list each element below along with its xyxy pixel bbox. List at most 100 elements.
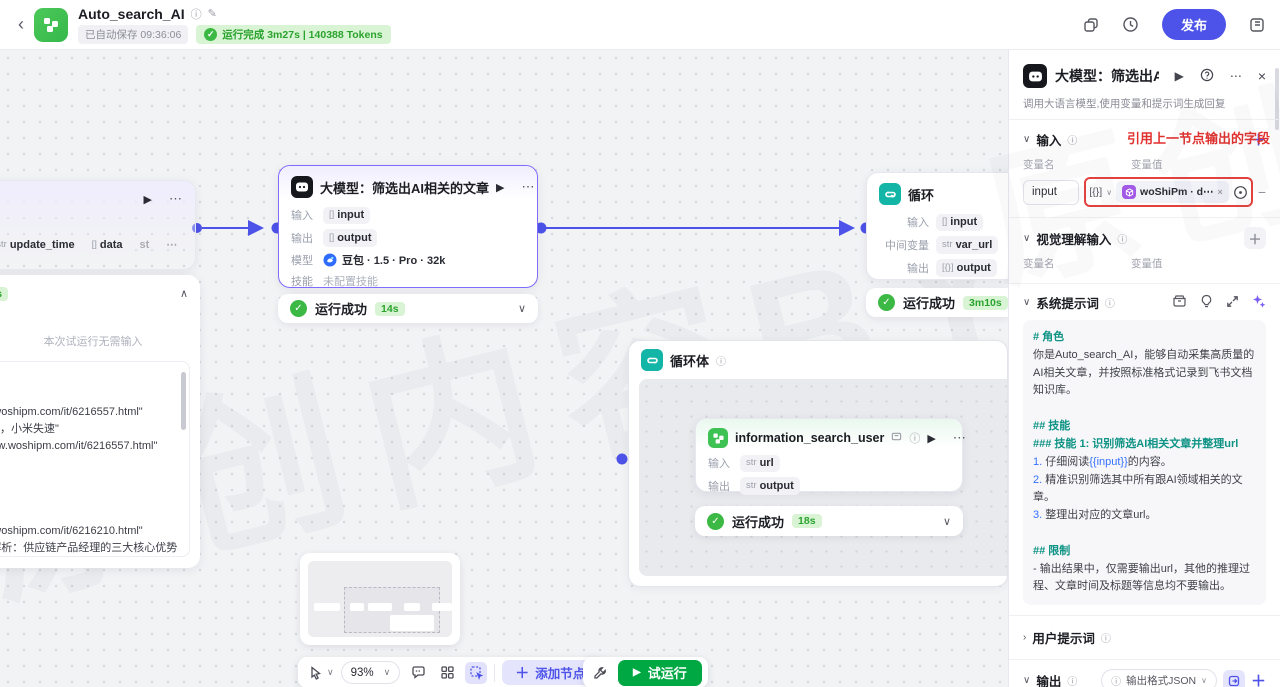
pointer-tool-icon[interactable]: [304, 662, 326, 684]
param-chip: [{}]output: [936, 259, 997, 278]
scrollbar[interactable]: [181, 372, 186, 430]
add-vision-input-button[interactable]: ＋: [1244, 227, 1266, 249]
select-tool-icon[interactable]: [465, 661, 488, 684]
edit-icon[interactable]: ✎: [207, 8, 217, 20]
check-icon: ✓: [204, 27, 218, 41]
zoom-select[interactable]: 93%∨: [340, 661, 401, 684]
node-config-panel: 大模型：筛选出AI相… ▶ ⋯ × 调用大语言模型,使用变量和提示词生成回复 引…: [1008, 50, 1280, 687]
info-icon[interactable]: ⓘ: [190, 8, 202, 21]
info-icon[interactable]: ⓘ: [1067, 677, 1078, 687]
skill-value: 未配置技能: [323, 276, 378, 289]
run-time-badge: 0.417s: [0, 286, 9, 301]
node-llm[interactable]: 大模型：筛选出AI相关的文章 ▶ ⋯ 输入 []input 输出 []outpu…: [278, 165, 538, 288]
more-icon[interactable]: ⋯: [952, 430, 967, 445]
panel-subtitle: 调用大语言模型,使用变量和提示词生成回复: [1023, 98, 1226, 110]
node-title: 大模型：筛选出AI相关的文章: [320, 180, 490, 196]
run-node-icon[interactable]: ▶: [496, 181, 505, 194]
test-run-button[interactable]: ▶试运行: [618, 659, 702, 686]
doubao-model-icon: [323, 253, 337, 267]
autosave-badge: 已自动保存 09:36:06: [78, 24, 189, 44]
test-run-panel: 运行成功 0.417s ∧ 本次试运行无需输入 l: www.woshipm.c…: [0, 275, 200, 568]
system-prompt-content[interactable]: # 角色 你是Auto_search_AI，能够自动采集高质量的AI相关文章，并…: [1023, 320, 1266, 606]
node-title: information_search_user: [735, 431, 885, 445]
loop-icon: [879, 183, 901, 205]
expand-icon[interactable]: ∨: [942, 515, 951, 528]
param-chip: []input: [323, 206, 371, 225]
minimap[interactable]: [300, 553, 460, 645]
add-input-button[interactable]: ＋: [1250, 132, 1266, 149]
comment-icon[interactable]: [407, 662, 429, 684]
annotation-red: 引用上一节点输出的字段: [1126, 131, 1270, 146]
help-icon[interactable]: [1200, 68, 1214, 85]
idea-icon[interactable]: [1200, 294, 1213, 312]
node-title: 循环: [908, 187, 935, 203]
collapse-icon[interactable]: ∨: [1023, 134, 1031, 145]
value-type-select[interactable]: [{}]∨: [1089, 186, 1113, 198]
loop-body-title: 循环体: [670, 353, 710, 369]
collapse-icon[interactable]: ∧: [179, 288, 188, 300]
more-params-chip[interactable]: ⋯: [160, 236, 184, 255]
more-icon[interactable]: ⋯: [521, 179, 536, 194]
info-icon[interactable]: ⓘ: [1117, 234, 1128, 246]
workflow-app-icon: [34, 7, 68, 42]
model-value: 豆包 · 1.5 · Pro · 32k: [323, 252, 445, 268]
ai-sparkle-icon[interactable]: [1252, 294, 1266, 311]
back-icon[interactable]: ‹: [18, 14, 24, 34]
info-icon[interactable]: ⓘ: [1104, 299, 1115, 310]
debug-tool-icon[interactable]: [589, 662, 611, 684]
expand-section-icon[interactable]: ›: [1023, 632, 1027, 644]
add-node-button[interactable]: ＋添加节点: [502, 660, 599, 685]
expand-icon[interactable]: [1226, 295, 1239, 311]
llm-icon: [291, 176, 313, 198]
run-node-icon[interactable]: ▶: [1174, 69, 1184, 83]
target-icon[interactable]: [1233, 185, 1248, 200]
scrollbar[interactable]: [1275, 68, 1279, 130]
llm-icon: [1023, 64, 1047, 88]
expand-icon[interactable]: ∨: [517, 303, 526, 315]
param-chip: st: [133, 236, 156, 255]
pointer-dropdown-icon[interactable]: ∨: [327, 667, 334, 677]
panel-toggle-icon[interactable]: [1248, 16, 1266, 34]
collapse-icon[interactable]: ∨: [1023, 675, 1031, 687]
system-prompt-section: ∨ 系统提示词 ⓘ # 角色 你是Auto_search_AI，能够自动采集高质…: [1009, 283, 1280, 615]
subworkflow-icon: [708, 428, 728, 448]
close-icon[interactable]: ×: [1257, 68, 1266, 84]
prompt-library-icon[interactable]: [1172, 294, 1187, 311]
plugin-cube-icon: [1122, 185, 1137, 199]
collapse-icon[interactable]: ∨: [1023, 232, 1031, 244]
info-icon[interactable]: ⓘ: [716, 356, 727, 368]
add-output-button[interactable]: ＋: [1250, 673, 1266, 687]
run-output-box[interactable]: l: www.woshipm.com/it/6216557.html" 军失声，…: [0, 361, 190, 557]
info-icon[interactable]: ⓘ: [909, 433, 921, 445]
llm-status-card[interactable]: ✓ 运行成功 14s ∨: [278, 294, 538, 323]
node-woshipm[interactable]: Pm ▶ ⋯ 输入 ss strupdate_time []data st ⋯: [0, 180, 196, 270]
collapse-icon[interactable]: ∨: [1023, 297, 1031, 308]
batch-export-icon[interactable]: [1222, 669, 1245, 687]
more-icon[interactable]: ⋯: [169, 191, 183, 206]
workflow-canvas[interactable]: 原创内容BY Pm ▶ ⋯: [0, 50, 1008, 687]
publish-button[interactable]: 发布: [1161, 9, 1226, 40]
param-chip: []output: [323, 229, 378, 248]
run-node-icon[interactable]: ▶: [927, 432, 936, 445]
remove-row-button[interactable]: −: [1257, 184, 1266, 200]
more-icon[interactable]: ⋯: [1229, 69, 1242, 83]
layout-icon[interactable]: [436, 662, 458, 684]
info-icon[interactable]: ⓘ: [1100, 634, 1111, 646]
reference-pill[interactable]: woShiPm · d⋯ ×: [1116, 181, 1229, 203]
info-icon[interactable]: ⓘ: [1067, 136, 1078, 147]
run-node-icon[interactable]: ▶: [143, 193, 152, 206]
history-icon[interactable]: [1122, 16, 1140, 34]
duplicate-icon[interactable]: [1082, 16, 1100, 34]
loop-status-card[interactable]: ✓ 运行成功 3m10s: [866, 288, 1008, 317]
input-name-field[interactable]: input: [1023, 179, 1080, 205]
param-chip: []input: [936, 213, 984, 232]
remove-reference-icon[interactable]: ×: [1217, 187, 1223, 197]
success-icon: ✓: [290, 300, 307, 317]
info-status-card[interactable]: ✓ 运行成功 18s ∨: [695, 506, 963, 536]
port-dot[interactable]: [616, 453, 628, 465]
